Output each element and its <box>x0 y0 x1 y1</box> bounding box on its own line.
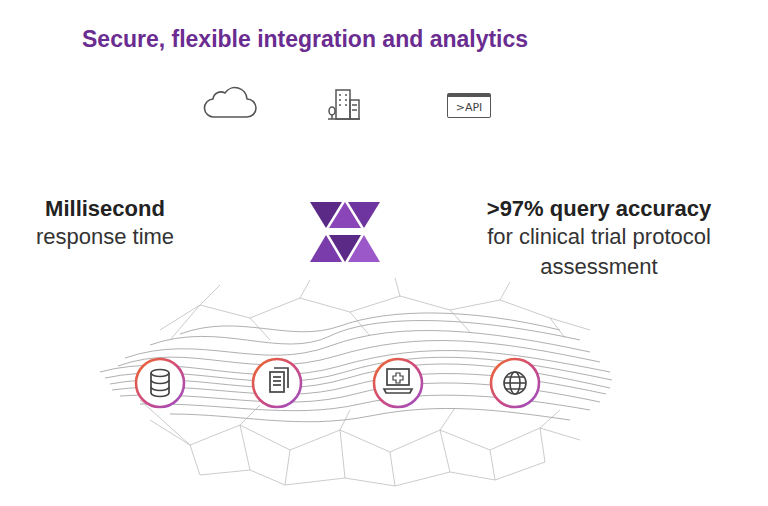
document-icon <box>270 368 288 392</box>
api-label: >API <box>456 101 483 114</box>
source-icons <box>136 359 539 407</box>
logo-mark <box>310 202 380 262</box>
stat-value: >97% query accuracy <box>448 196 750 222</box>
stat-value: Millisecond <box>10 196 200 222</box>
database-icon <box>151 370 169 397</box>
mesh-lattice <box>140 278 590 486</box>
integration-bar <box>205 130 490 133</box>
stat-caption: response time <box>10 222 200 252</box>
medical-laptop-icon <box>384 369 412 393</box>
stem-line <box>344 131 347 196</box>
diagram-title: Secure, flexible integration and analyti… <box>82 26 528 53</box>
mesh-network <box>100 313 612 422</box>
api-box: >API <box>447 93 491 118</box>
stat-caption: for clinical trial protocol assessment <box>448 222 750 282</box>
stem-line <box>344 266 347 348</box>
cloud-icon <box>204 88 256 117</box>
building-icon <box>328 90 360 119</box>
globe-icon <box>504 372 526 394</box>
